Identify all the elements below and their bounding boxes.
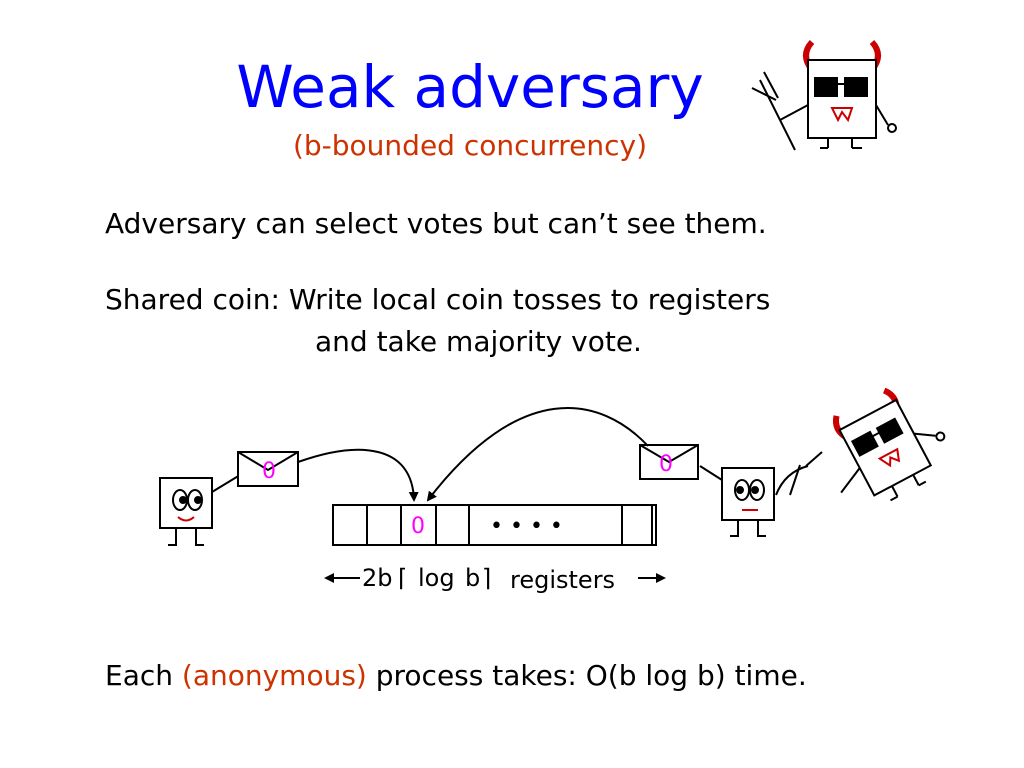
complexity-suffix: process takes: O(b log b) time. bbox=[366, 659, 807, 692]
process-left-icon bbox=[159, 474, 241, 546]
pitchfork-right-icon bbox=[775, 451, 823, 496]
register-count-prefix: 2b bbox=[362, 564, 393, 592]
adversary-text: Adversary can select votes but can’t see… bbox=[105, 207, 767, 240]
coin-right: 0 bbox=[659, 452, 673, 477]
arrow-left-to-register bbox=[297, 448, 419, 502]
slide-title: Weak adversary bbox=[236, 53, 704, 121]
register-count-b: b bbox=[465, 564, 480, 592]
register-array bbox=[332, 504, 657, 546]
envelope-left-icon bbox=[237, 451, 299, 487]
register-count-log: log bbox=[418, 564, 455, 592]
ceil-close: ⌉ bbox=[482, 564, 491, 592]
devil-mascot-top-icon bbox=[751, 39, 897, 151]
shared-coin-text-continued: and take majority vote. bbox=[315, 325, 642, 358]
anonymous-highlight: (anonymous) bbox=[181, 659, 367, 692]
ceil-open: ⌈ bbox=[398, 564, 407, 592]
arrow-right-to-register bbox=[426, 407, 649, 502]
register-dots: • • • • bbox=[490, 514, 563, 539]
complexity-prefix: Each bbox=[105, 659, 182, 692]
complexity-text: Each (anonymous) process takes: O(b log … bbox=[105, 656, 807, 696]
process-right-icon bbox=[699, 465, 775, 537]
registers-label: registers bbox=[510, 566, 615, 594]
devil-mascot-right-icon bbox=[832, 387, 946, 502]
coin-left: 0 bbox=[262, 459, 276, 484]
slide-subtitle: (b-bounded concurrency) bbox=[292, 129, 648, 162]
envelope-right-icon bbox=[639, 444, 699, 480]
shared-coin-text: Shared coin: Write local coin tosses to … bbox=[105, 283, 771, 316]
register-value: 0 bbox=[411, 514, 425, 539]
